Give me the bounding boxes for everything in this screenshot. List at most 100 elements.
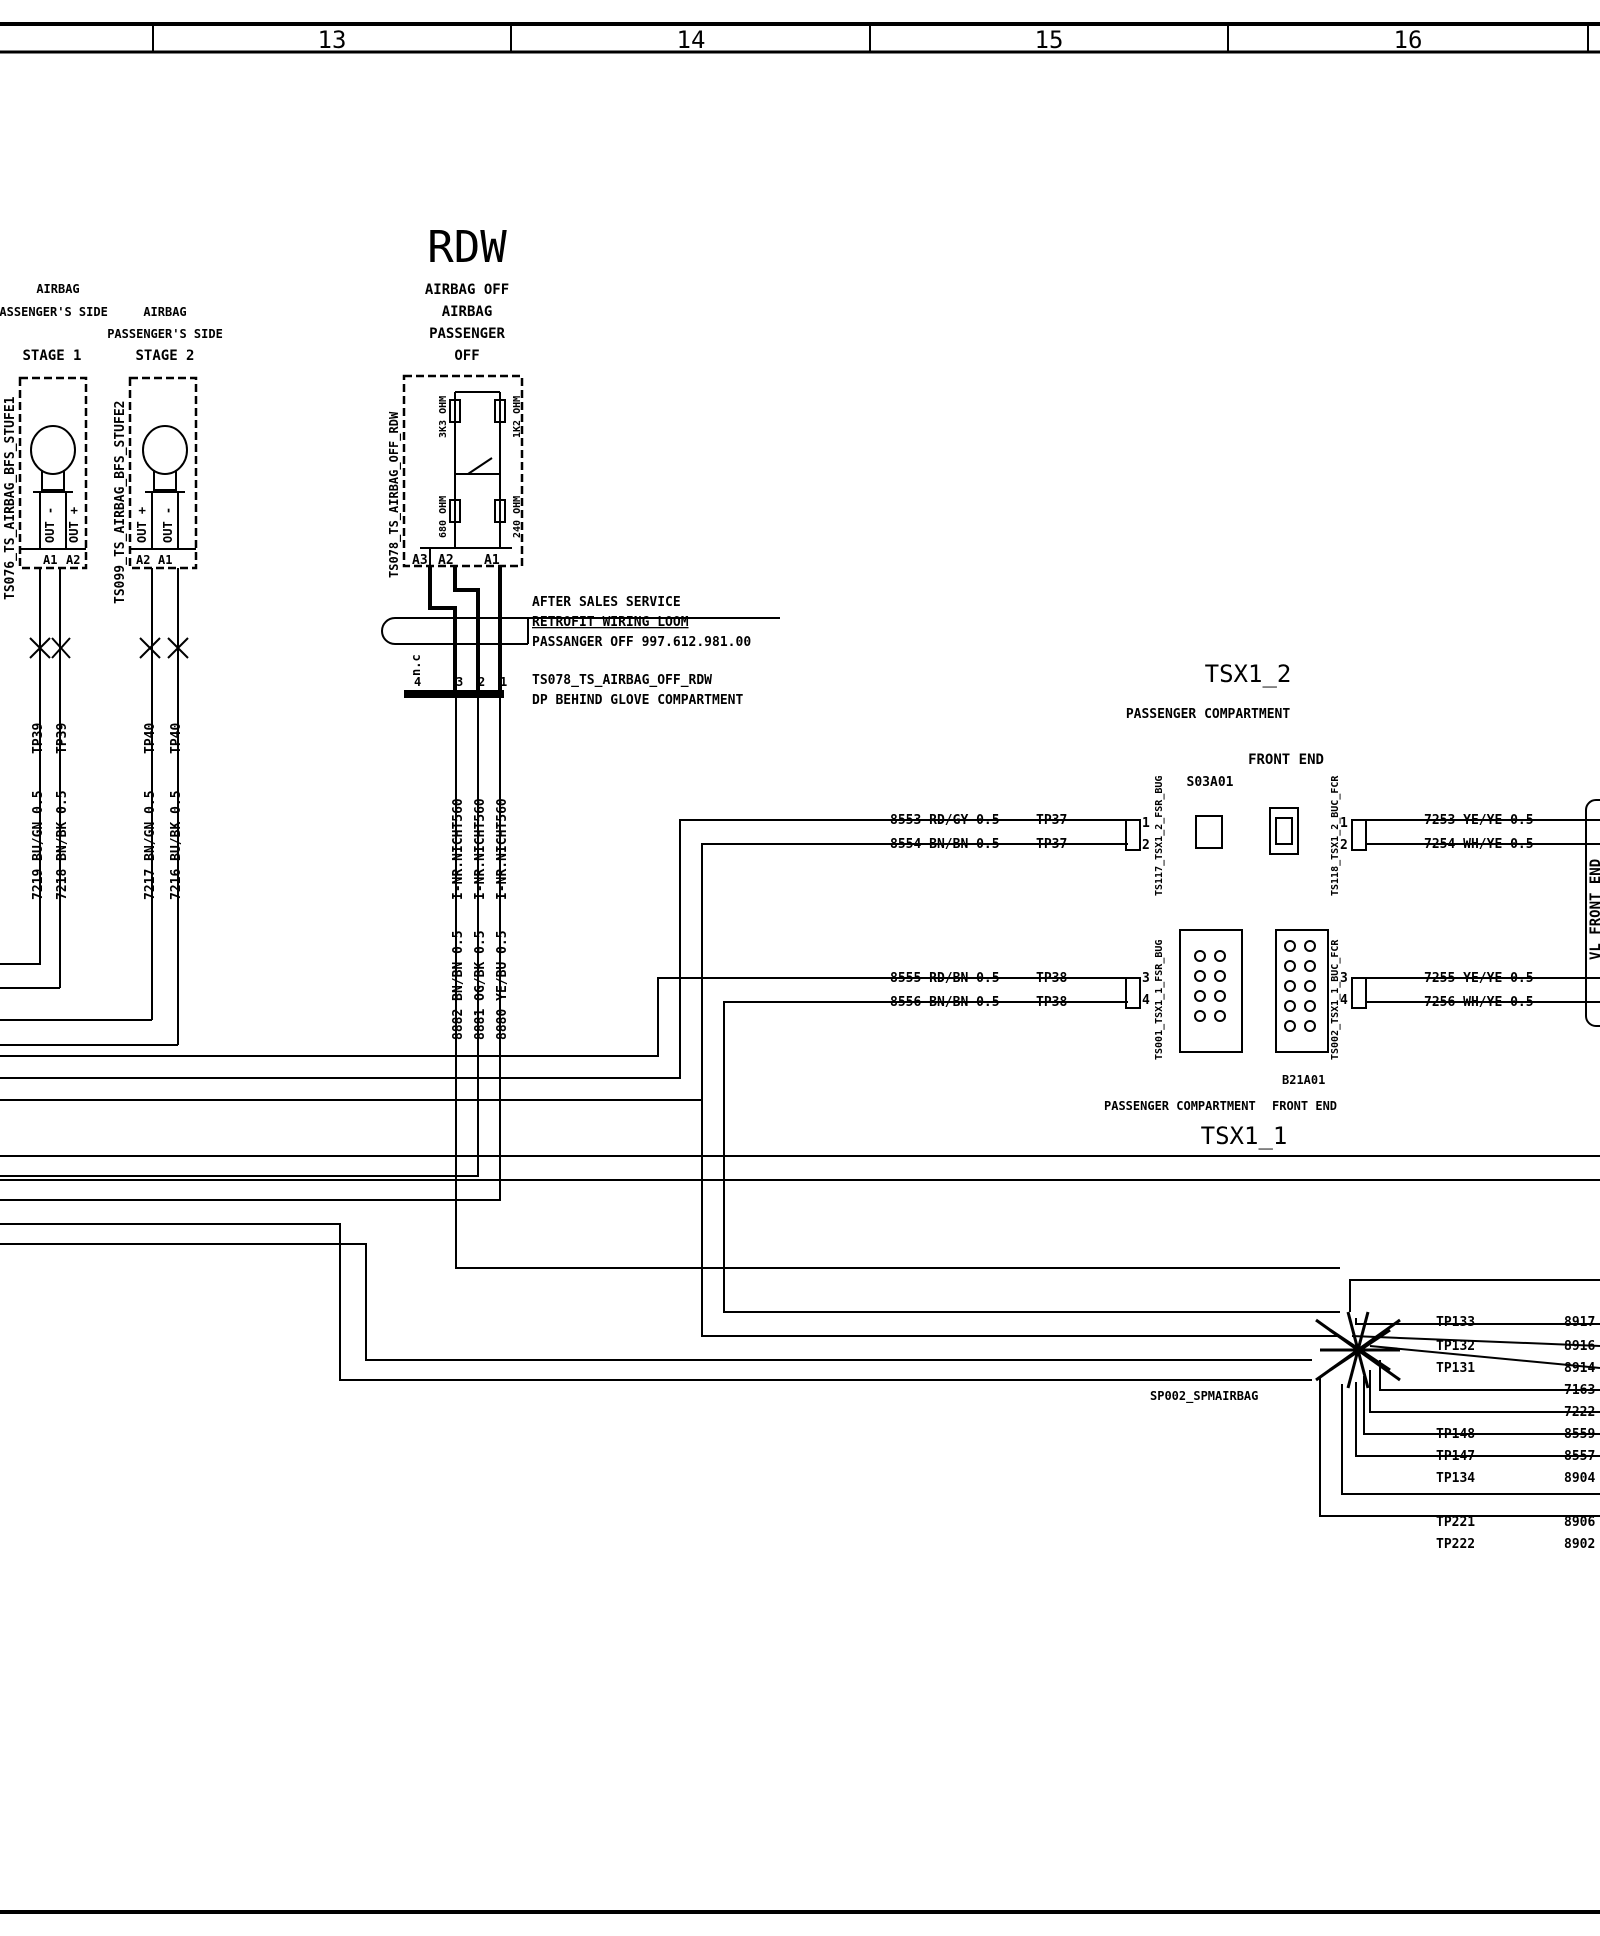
connector-tsx1-1: TS001_TSX1_1_FSR_BUG TS002_TSX1_1_BUC_FC…: [1104, 929, 1367, 1150]
tsx1-2-lwire-1: 8553 RD/GY 0.5: [890, 813, 1000, 828]
tsx1-2-lwire-2: 8554 BN/BN 0.5: [890, 837, 1000, 852]
plug-2pin-icon: [1195, 815, 1223, 849]
tsx1-1-b21: B21A01: [1282, 1073, 1325, 1087]
resistor-icon: [494, 399, 506, 423]
vl-front-end-label: VL FRONT END: [1588, 859, 1600, 960]
tsx1-1-tp-2: TP38: [1036, 995, 1067, 1010]
splice-wire-6: 8559: [1564, 1427, 1595, 1442]
splice-wire-8: 8904: [1564, 1471, 1595, 1486]
pin-block-icon: [1351, 819, 1367, 851]
tsx1-1-sub: PASSENGER COMPARTMENT: [1104, 1099, 1256, 1113]
squib-icon: [20, 425, 86, 550]
socket-2pin-icon: [1269, 807, 1299, 855]
stage2-wire-1: 7217 BN/GN 0.5: [143, 790, 158, 900]
stage2-wire-2: 7216 BU/BK 0.5: [169, 790, 184, 900]
splice-id: SP002_SPMAIRBAG: [1150, 1389, 1258, 1404]
pin-block-icon: [1125, 819, 1141, 851]
rdw-plug: [404, 690, 504, 698]
tsx1-2-s03: S03A01: [1187, 775, 1234, 790]
plug-pin-1: 1: [500, 675, 507, 689]
tsx1-2-pin-r1: 1: [1340, 816, 1348, 831]
stage1-pin-a2: A2: [66, 553, 80, 567]
tsx1-1-front: FRONT END: [1272, 1099, 1337, 1113]
splice-tp-2: TP132: [1436, 1339, 1475, 1354]
tsx1-1-rwire-2: 7256 WH/YE 0.5: [1424, 995, 1534, 1010]
stage2-title-2: PASSENGER'S SIDE: [107, 327, 223, 341]
tsx1-1-lwire-2: 8556 BN/BN 0.5: [890, 995, 1000, 1010]
stage-wires: [0, 568, 189, 1046]
stage1-box: [18, 376, 88, 570]
retrofit-line-2: RETROFIT WIRING LOOM: [532, 615, 689, 630]
column-16: 16: [1394, 26, 1423, 54]
splice-airbag: SP002_SPMAIRBAG TP133 TP132 TP131 TP148 …: [1150, 1279, 1600, 1552]
tsx1-2-pin-l1: 1: [1142, 816, 1150, 831]
splice-wire-4: 7163: [1564, 1383, 1595, 1398]
tsx1-1-tp-1: TP38: [1036, 971, 1067, 986]
rdw-res-4: 240 OHM: [512, 496, 523, 538]
rdw-title-2: AIRBAG: [442, 304, 493, 320]
splice-wire-5: 7222: [1564, 1405, 1595, 1420]
pin-grid-icon: [1194, 940, 1316, 1032]
stage1-pin-out-plus: OUT +: [67, 507, 81, 543]
splice-tp-9: TP221: [1436, 1515, 1475, 1530]
connector-wires: [0, 819, 1600, 1381]
retrofit-loom: [381, 617, 780, 645]
rdw-internal: [420, 391, 512, 566]
tsx1-2-rwire-1: 7253 YE/YE 0.5: [1424, 813, 1534, 828]
stage1-title-3: STAGE 1: [22, 348, 81, 364]
splice-tp-7: TP147: [1436, 1449, 1475, 1464]
rdw-id: TS078_TS_AIRBAG_OFF_RDW: [387, 411, 402, 578]
connector-block-icon: [1179, 929, 1243, 1053]
rdw-title-1: AIRBAG OFF: [425, 282, 509, 298]
rdw-res-1: 3K3 OHM: [438, 396, 449, 438]
stage2-tp-1: TP40: [143, 723, 158, 754]
splice-tp-6: TP148: [1436, 1427, 1475, 1442]
splice-wire-1: 8917: [1564, 1315, 1595, 1330]
splice-wire-9: 8906: [1564, 1515, 1595, 1530]
tsx1-2-right-id: TS118_TSX1_2_BUC_FCR: [1330, 775, 1341, 896]
tsx1-2-front: FRONT END: [1248, 752, 1324, 768]
tsx1-2-pin-l2: 2: [1142, 838, 1150, 853]
rdw-wire-2: 8881 OG/BK 0.5: [473, 930, 488, 1040]
rdw-wire-3: 8880 YE/BU 0.5: [495, 930, 510, 1040]
tsx1-1-pin-r4: 4: [1340, 993, 1348, 1008]
column-15: 15: [1035, 26, 1064, 54]
stage2-id: TS099_TS_AIRBAG_BFS_STUFE2: [113, 401, 128, 605]
rdw-label: RDW: [427, 222, 507, 273]
connector-tsx1-2: TSX1_2 PASSENGER COMPARTMENT FRONT END S…: [1125, 660, 1367, 896]
rdw-res-3: 680 OHM: [438, 496, 449, 538]
stage2-pin-out-minus: OUT -: [161, 507, 175, 543]
splice-wire-3: 8914: [1564, 1361, 1595, 1376]
tsx1-2-title: TSX1_2: [1205, 660, 1292, 688]
tsx1-2-tp-2: TP37: [1036, 837, 1067, 852]
rdw-wire-1: 8882 BN/BN 0.5: [451, 930, 466, 1040]
connector-block-icon: [1275, 929, 1329, 1053]
stage2-title-1: AIRBAG: [143, 305, 186, 319]
resistor-icon: [449, 499, 461, 523]
tsx1-2-sub: PASSENGER COMPARTMENT: [1126, 707, 1291, 722]
column-14: 14: [677, 26, 706, 54]
plug-line-2: DP BEHIND GLOVE COMPARTMENT: [532, 693, 743, 708]
tsx1-1-pin-l4: 4: [1142, 993, 1150, 1008]
retrofit-line-3: PASSANGER OFF 997.612.981.00: [532, 635, 751, 650]
stage1-title-2: PASSENGER'S SIDE: [0, 305, 108, 319]
pin-block-icon: [1351, 977, 1367, 1009]
rdw-inr-1: I-NR.NICHT560: [451, 798, 466, 900]
stage1-id: TS076_TS_AIRBAG_BFS_STUFE1: [3, 396, 18, 600]
rdw-pin-a3: A3: [412, 553, 428, 568]
stage2-tp-2: TP40: [169, 723, 184, 754]
tsx1-1-title: TSX1_1: [1201, 1122, 1288, 1150]
tsx1-1-rwire-1: 7255 YE/YE 0.5: [1424, 971, 1534, 986]
stage1-wire-1: 7219 BU/GN 0.5: [31, 790, 46, 900]
pin-block-icon: [1125, 977, 1141, 1009]
stage2-pin-a1: A1: [158, 553, 172, 567]
stage2-box: [128, 376, 198, 570]
stage1-tp-1: TP39: [31, 723, 46, 754]
rdw-pin-a2: A2: [438, 553, 454, 568]
splice-tp-8: TP134: [1436, 1471, 1475, 1486]
rdw-box: [402, 374, 524, 568]
rdw-title-4: OFF: [454, 348, 479, 364]
plug-pin-2: 2: [478, 675, 485, 689]
plug-pin-3: 3: [456, 675, 463, 689]
